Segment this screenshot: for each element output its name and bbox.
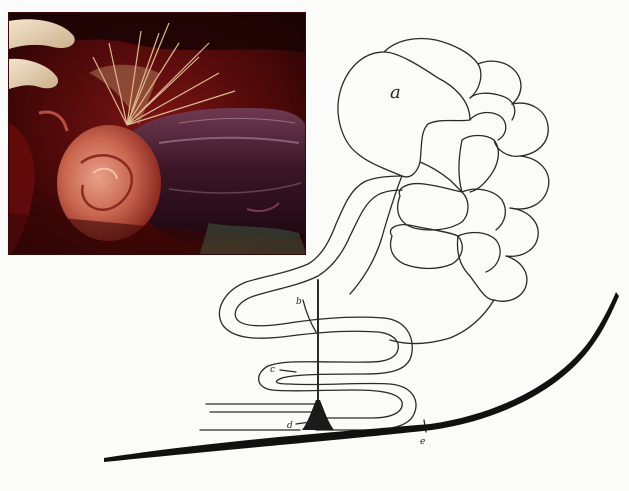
leader-c bbox=[280, 370, 296, 372]
coiled-tube-outer bbox=[219, 176, 402, 418]
outline-segment-6 bbox=[506, 208, 538, 256]
outline-bulb-a bbox=[338, 52, 470, 177]
outline-lower-edge bbox=[390, 300, 494, 344]
label-a: a bbox=[390, 82, 401, 103]
outline-left-flank bbox=[350, 176, 402, 294]
outline-center-segment-2 bbox=[390, 225, 462, 269]
outline-segment-2 bbox=[494, 103, 548, 156]
leader-b bbox=[303, 300, 316, 332]
mesentery-fold-2 bbox=[458, 236, 495, 300]
label-d: d bbox=[287, 421, 293, 431]
outline-center-segment-1 bbox=[398, 184, 468, 230]
outline-segment-1 bbox=[470, 93, 515, 120]
mesentery-fold-1 bbox=[459, 140, 462, 192]
coiled-tube-inner bbox=[235, 190, 416, 430]
label-b: b bbox=[296, 297, 302, 307]
outline-segment-4 bbox=[510, 156, 549, 209]
outline-bulb-upper-right bbox=[478, 61, 521, 104]
outline-segment-8 bbox=[494, 256, 527, 301]
label-c: c bbox=[270, 365, 275, 375]
outline-segment-5 bbox=[462, 136, 498, 193]
outline-segment-9 bbox=[458, 233, 500, 272]
label-e: e bbox=[420, 437, 425, 447]
